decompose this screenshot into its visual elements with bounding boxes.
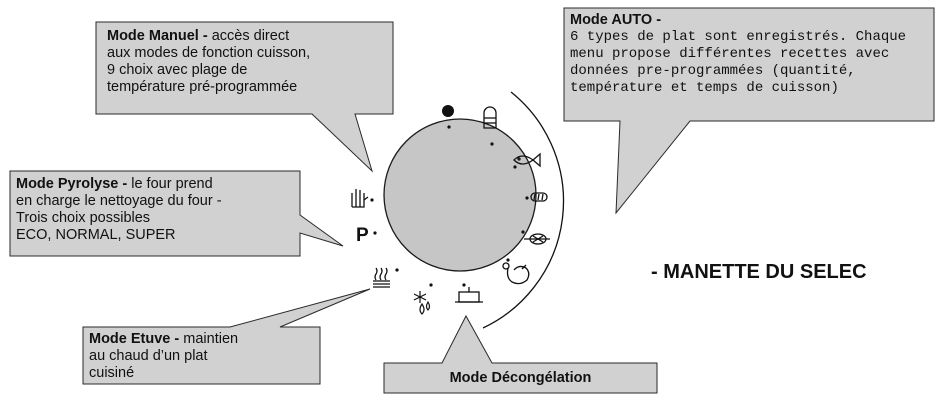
callout-pyrolyse: Mode Pyrolyse - le four prend en charge … (16, 176, 298, 244)
callout-auto: Mode AUTO - 6 types de plat sont enregis… (570, 12, 932, 97)
pyrolyse-p-icon: P (356, 225, 369, 246)
callout-manuel-line3: 9 choix avec plage de (107, 62, 248, 78)
callout-pyrolyse-shape (9, 170, 344, 257)
callout-manuel-line2: aux modes de fonction cuisson, (107, 45, 311, 61)
callout-etuve-title: Mode Etuve - (89, 331, 180, 347)
callout-pyrolyse-line2: en charge le nettoyage du four - (16, 193, 222, 209)
callout-etuve-shape (82, 288, 371, 385)
fish-icon (513, 152, 541, 168)
callout-auto-shape (563, 7, 935, 215)
callout-auto-line1: 6 types de plat sont enregistrés. Chaque (570, 29, 907, 45)
off-dot-icon (442, 105, 454, 117)
callout-etuve-line2: au chaud d’un plat (89, 348, 208, 364)
defrost-icon (413, 291, 431, 315)
etuve-heat-icon (373, 267, 390, 288)
roast-icon (524, 233, 550, 245)
poultry-icon (502, 262, 530, 285)
callout-pyrolyse-line4: ECO, NORMAL, SUPER (16, 227, 176, 243)
auto-arc (482, 91, 565, 329)
callout-etuve: Mode Etuve - maintien au chaud d’un plat… (89, 331, 317, 382)
callout-auto-line2: menu propose différentes recettes avec (570, 46, 890, 62)
cake-icon (455, 287, 483, 303)
bread-icon (530, 192, 548, 202)
position-dots (370, 125, 529, 287)
callout-manuel-title: Mode Manuel - (107, 28, 208, 44)
callout-pyrolyse-title: Mode Pyrolyse - (16, 176, 128, 192)
callout-decongelation-title: Mode Décongélation (449, 370, 592, 386)
callout-auto-line3: données pre-programmées (quantité, (570, 63, 856, 79)
callout-manuel-line4: température pré-programmée (107, 79, 298, 95)
page-heading: - MANETTE DU SELEC (651, 261, 867, 283)
callout-pyrolyse-line3: Trois choix possibles (16, 210, 151, 226)
callout-decongelation: Mode Décongélation (384, 370, 657, 387)
callout-auto-line4: température et temps de cuisson) (570, 80, 839, 96)
callout-etuve-line3: cuisiné (89, 365, 135, 381)
callout-manuel-line1: accès direct (211, 28, 290, 44)
callout-auto-title: Mode AUTO - (570, 12, 662, 28)
callout-etuve-line1: maintien (183, 331, 239, 347)
mug-icon (483, 106, 497, 129)
selector-knob[interactable] (383, 118, 537, 272)
callout-decongelation-shape (383, 314, 658, 394)
callout-pyrolyse-line1: le four prend (131, 176, 213, 192)
callout-manuel-shape (95, 21, 394, 173)
callout-manuel: Mode Manuel - accès direct aux modes de … (107, 28, 392, 96)
manual-hand-icon (351, 189, 369, 208)
